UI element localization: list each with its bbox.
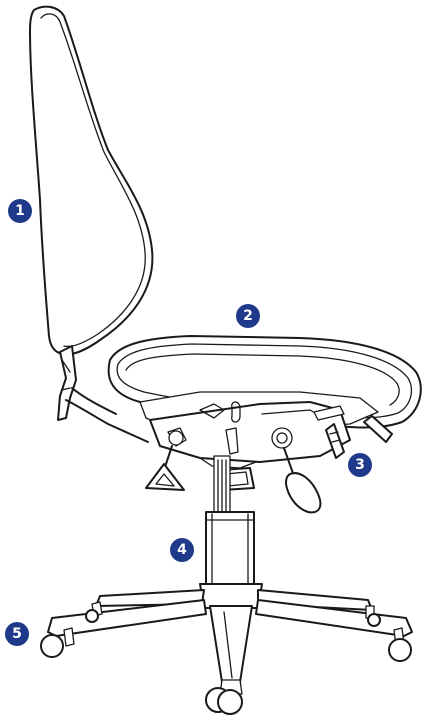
callout-badge-4: 4	[170, 538, 194, 562]
backrest	[29, 5, 154, 443]
callout-badge-5: 5	[5, 622, 29, 646]
control-mechanism	[145, 401, 393, 514]
callout-number-4: 4	[177, 542, 187, 558]
callout-number-2: 2	[243, 308, 253, 324]
seat	[107, 335, 422, 431]
callout-number-3: 3	[355, 457, 365, 473]
callout-badge-3: 3	[348, 453, 372, 477]
callout-badge-2: 2	[236, 304, 260, 328]
callout-number-5: 5	[12, 626, 22, 642]
callout-number-1: 1	[15, 203, 25, 219]
five-star-base	[40, 583, 413, 715]
callout-badge-1: 1	[8, 199, 32, 223]
